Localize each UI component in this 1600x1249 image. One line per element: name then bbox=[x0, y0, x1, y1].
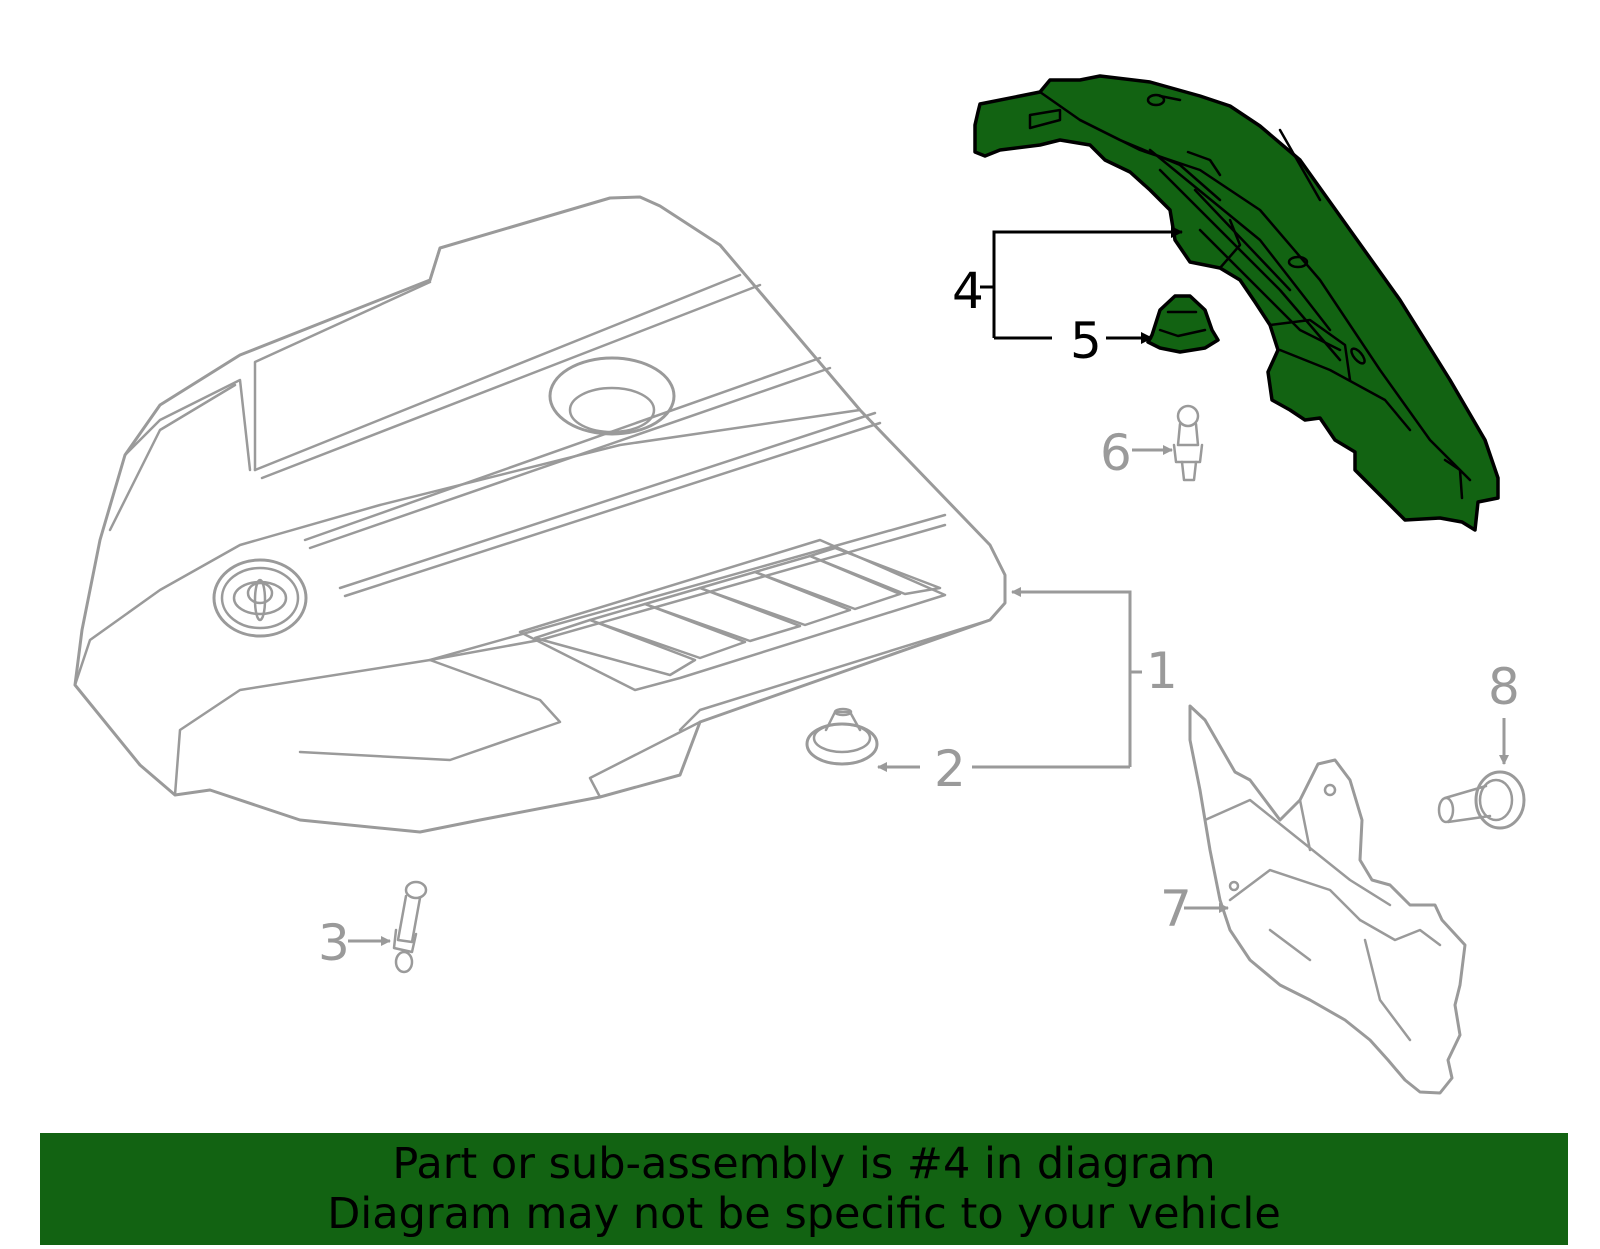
leader-1 bbox=[972, 587, 1142, 769]
callout-5: 5 bbox=[1070, 312, 1102, 370]
callout-6: 6 bbox=[1100, 424, 1132, 482]
insulator-part bbox=[1188, 704, 1467, 1095]
callout-1: 1 bbox=[1146, 642, 1178, 700]
leader-4 bbox=[980, 226, 1183, 340]
engine-cover-part bbox=[73, 195, 1007, 834]
callout-8: 8 bbox=[1488, 658, 1520, 716]
grommet-part bbox=[805, 707, 879, 766]
callout-4: 4 bbox=[952, 262, 984, 320]
bolt-part bbox=[1437, 770, 1526, 830]
banner-line-1: Part or sub-assembly is #4 in diagram bbox=[392, 1139, 1216, 1189]
grommet-highlighted-part bbox=[1146, 294, 1220, 354]
callout-3: 3 bbox=[318, 914, 350, 972]
stud-bolt-part bbox=[392, 880, 428, 974]
highlighted-cover-part bbox=[973, 74, 1500, 532]
info-banner: Part or sub-assembly is #4 in diagram Di… bbox=[40, 1133, 1568, 1245]
banner-line-2: Diagram may not be specific to your vehi… bbox=[327, 1189, 1281, 1239]
clip-part bbox=[1172, 404, 1204, 482]
callout-7: 7 bbox=[1160, 880, 1192, 938]
callout-2: 2 bbox=[934, 740, 966, 798]
